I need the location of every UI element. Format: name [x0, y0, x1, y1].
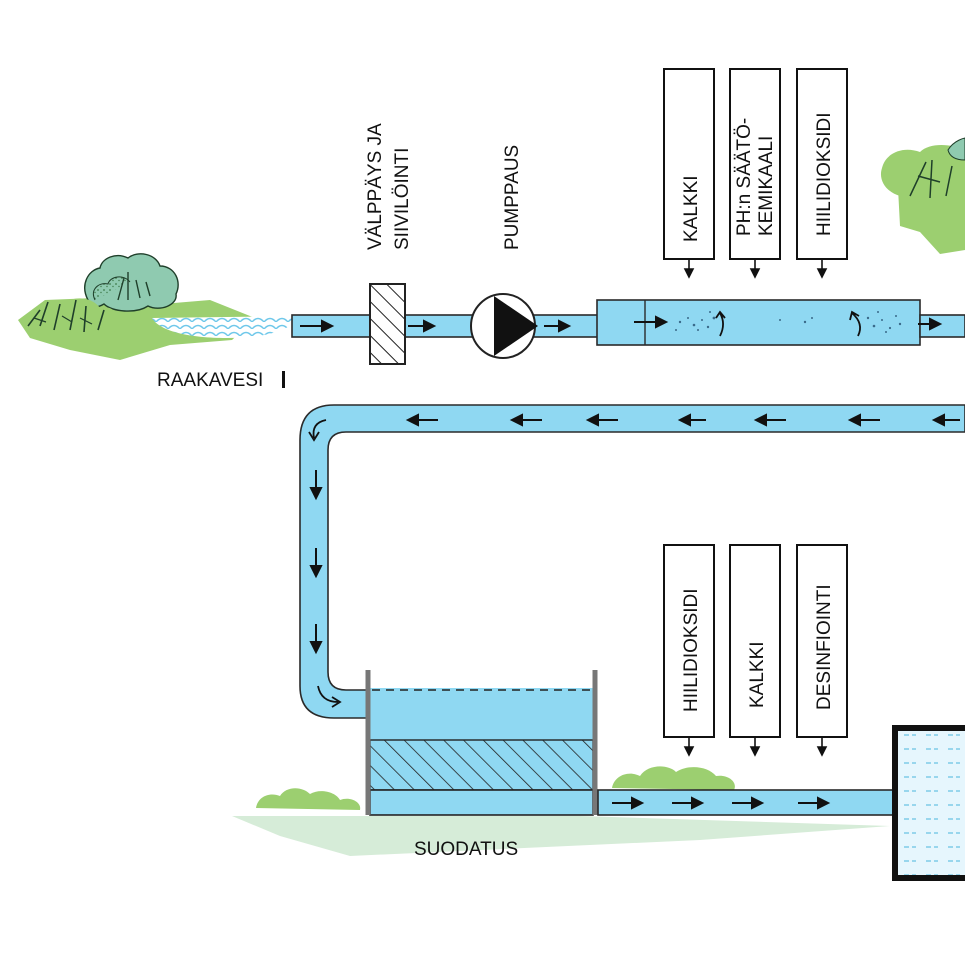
bottom-flow-arrows — [612, 796, 831, 810]
screening-label-line2: SIIVILÖINTI — [392, 148, 413, 250]
arrow-icon — [634, 315, 669, 329]
arrow-icon — [300, 319, 335, 333]
filter-basin — [365, 670, 598, 816]
dosing-box-ph-chemical: PH:n SÄÄTÖ- KEMIKAALI — [729, 68, 781, 279]
left-shore-vegetation — [18, 253, 300, 360]
bush-icon — [22, 298, 120, 337]
arrow-icon — [405, 413, 438, 427]
dosing-label: HIILIDIOKSIDI — [681, 588, 702, 712]
dosing-box-co2-top: HIILIDIOKSIDI — [796, 68, 848, 279]
arrow-icon — [749, 737, 761, 757]
tree-icon — [84, 253, 179, 312]
outlet-pipe — [919, 314, 965, 338]
right-shore-vegetation — [880, 137, 965, 254]
bottom-center-bush — [612, 766, 735, 790]
bottom-left-bush — [256, 788, 361, 810]
arrow-icon — [683, 259, 695, 279]
raw-water-label-cursor — [282, 371, 285, 388]
arrow-icon — [749, 259, 761, 279]
arrow-icon — [816, 259, 828, 279]
arrow-icon — [732, 796, 765, 810]
bend-arrow-icon — [308, 419, 327, 442]
dosing-box-co2-bottom: HIILIDIOKSIDI — [663, 544, 715, 757]
arrow-icon — [753, 413, 786, 427]
dosing-box-disinfection: DESINFIOINTI — [796, 544, 848, 757]
arrow-icon — [683, 737, 695, 757]
arrow-icon — [408, 319, 437, 333]
arrow-icon — [544, 319, 572, 333]
arrow-icon — [798, 796, 831, 810]
screening-label-line1: VÄLPPÄYS JA — [365, 123, 386, 250]
raw-water-label: RAAKAVESI — [157, 370, 263, 391]
arrow-icon — [816, 737, 828, 757]
arrow-icon — [918, 317, 943, 331]
dosing-label: KALKKI — [681, 175, 702, 242]
stir-arrow-icon — [849, 310, 861, 337]
arrow-icon — [309, 624, 323, 655]
pump-icon — [470, 293, 538, 359]
dosing-box-lime-top: KALKKI — [663, 68, 715, 279]
arrow-icon — [677, 413, 706, 427]
dosing-box-lime-bottom: KALKKI — [729, 544, 781, 757]
screen-unit — [369, 283, 406, 365]
dosing-label: PH:n SÄÄTÖ- — [734, 118, 755, 236]
dosing-label: KALKKI — [747, 641, 768, 708]
bend-arrow-icon — [317, 685, 342, 708]
arrow-icon — [612, 796, 645, 810]
raw-water-pond — [152, 316, 300, 338]
arrow-icon — [847, 413, 880, 427]
dosing-label: KEMIKAALI — [756, 136, 777, 236]
arrow-icon — [672, 796, 705, 810]
dosing-label: DESINFIOINTI — [814, 584, 835, 710]
arrow-icon — [309, 470, 323, 501]
arrow-icon — [931, 413, 960, 427]
return-pipe — [299, 404, 965, 719]
arrow-icon — [509, 413, 542, 427]
filtration-label: SUODATUS — [414, 839, 518, 860]
clean-water-reservoir — [892, 725, 965, 881]
stir-arrow-icon — [715, 310, 726, 337]
ground-shadow — [232, 816, 890, 856]
arrow-icon — [309, 548, 323, 579]
arrow-icon — [585, 413, 618, 427]
dosing-label: HIILIDIOKSIDI — [814, 112, 835, 236]
return-flow-arrows — [309, 413, 960, 655]
pumping-label: PUMPPAUS — [502, 145, 523, 250]
mixing-particles — [675, 311, 902, 333]
top-flow-arrows — [300, 315, 943, 333]
